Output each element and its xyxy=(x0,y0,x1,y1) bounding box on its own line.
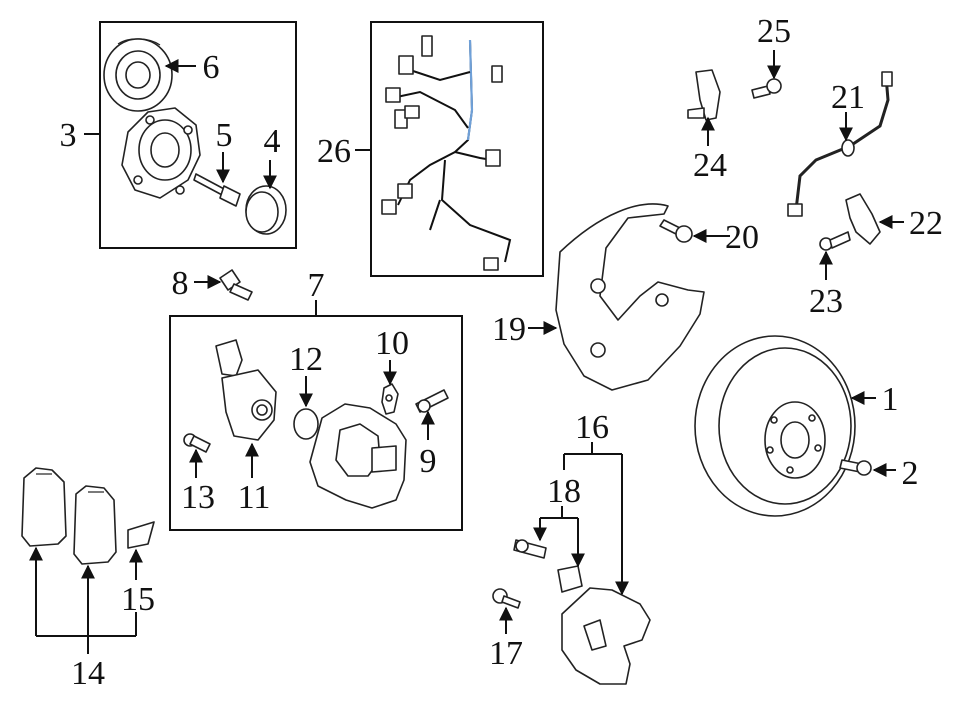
harness-connector xyxy=(398,55,414,75)
part-16-caliper-bracket[interactable] xyxy=(561,587,651,685)
part-14-brake-pads[interactable] xyxy=(21,467,117,565)
part-4-dust-cap[interactable] xyxy=(245,185,287,235)
part-5-hub-bolt[interactable] xyxy=(193,173,241,207)
part-19-dust-shield[interactable] xyxy=(555,203,705,391)
leader-lines xyxy=(29,50,904,654)
part-2-rotor-screw[interactable] xyxy=(839,459,872,476)
part-18-guide-bolt[interactable] xyxy=(513,539,583,593)
callout-13: 13 xyxy=(181,479,215,516)
caliper-body[interactable] xyxy=(309,403,407,509)
callout-17: 17 xyxy=(489,635,523,672)
callout-8: 8 xyxy=(172,265,189,302)
callout-26: 26 xyxy=(317,133,351,170)
callout-25: 25 xyxy=(757,13,791,50)
callout-19: 19 xyxy=(492,311,526,348)
callout-4: 4 xyxy=(264,123,281,160)
callout-22: 22 xyxy=(909,205,943,242)
callout-18: 18 xyxy=(547,473,581,510)
part-26-wiring-harness[interactable] xyxy=(381,35,512,271)
part-9-bleeder-screw[interactable] xyxy=(415,389,449,413)
callout-12: 12 xyxy=(289,341,323,378)
part-1-brake-rotor[interactable] xyxy=(694,335,856,517)
part-6-bearing-seal[interactable] xyxy=(103,38,173,112)
callout-15: 15 xyxy=(121,581,155,618)
callout-6: 6 xyxy=(203,49,220,86)
callout-20: 20 xyxy=(725,219,759,256)
part-25-sensor-bolt[interactable] xyxy=(751,78,782,99)
part-24-abs-sensor[interactable] xyxy=(687,69,721,121)
part-17-bolt[interactable] xyxy=(492,588,521,609)
part-8-bolt[interactable] xyxy=(219,269,253,301)
callout-10: 10 xyxy=(375,325,409,362)
callout-labels: 1 2 3 4 5 6 7 8 9 10 11 12 13 14 15 16 1… xyxy=(60,13,944,692)
callout-1: 1 xyxy=(882,381,899,418)
callout-14: 14 xyxy=(71,655,105,692)
part-3-wheel-hub[interactable] xyxy=(121,107,201,199)
part-20-bolt[interactable] xyxy=(659,219,693,243)
part-10-guide-pin[interactable] xyxy=(381,383,399,415)
callout-16: 16 xyxy=(575,409,609,446)
part-11-caliper-actuator[interactable] xyxy=(215,339,277,441)
part-15-pad-clip[interactable] xyxy=(127,521,155,549)
hub-assembly-group xyxy=(99,21,297,249)
part-22-hose-bracket[interactable] xyxy=(845,193,881,245)
caliper-group xyxy=(169,315,463,531)
callout-23: 23 xyxy=(809,283,843,320)
part-12-o-ring[interactable] xyxy=(293,408,319,440)
callout-24: 24 xyxy=(693,147,727,184)
callout-7: 7 xyxy=(308,267,325,304)
part-21-brake-hose[interactable] xyxy=(787,71,893,217)
callout-9: 9 xyxy=(420,443,437,480)
harness-group xyxy=(370,21,544,277)
part-23-bolt[interactable] xyxy=(819,231,851,251)
callout-11: 11 xyxy=(238,479,271,516)
callout-2: 2 xyxy=(902,455,919,492)
callout-5: 5 xyxy=(216,117,233,154)
callout-21: 21 xyxy=(831,79,865,116)
part-13-caliper-bolt[interactable] xyxy=(183,433,211,453)
callout-3: 3 xyxy=(60,117,77,154)
